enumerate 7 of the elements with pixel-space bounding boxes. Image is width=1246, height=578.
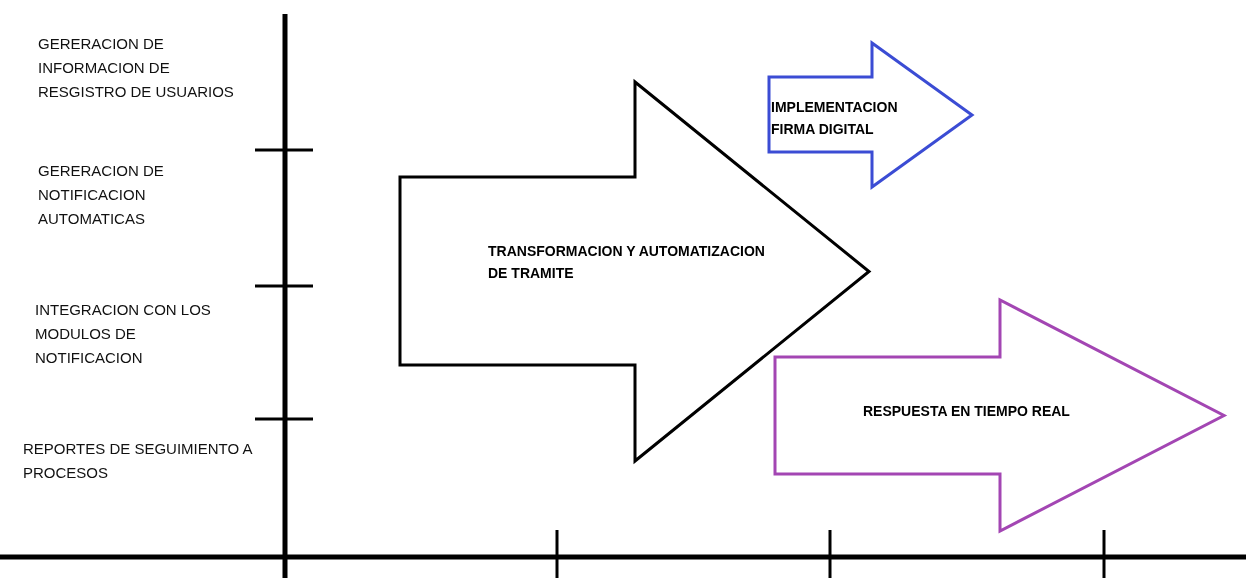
arrow-label: RESPUESTA EN TIEMPO REAL [863, 402, 1071, 421]
axis-label: INTEGRACION CON LOS MODULOS DE NOTIFICACION [35, 300, 212, 368]
axis-label: REPORTES DE SEGUIMIENTO A PROCESOS [23, 439, 254, 483]
axis-label: GERERACION DE INFORMACION DE RESGISTRO DE USUARIOS [38, 34, 235, 102]
arrow-label: TRANSFORMACION Y AUTOMATIZACION DE TRAMITE [488, 242, 766, 283]
arrow-label: IMPLEMENTACION FIRMA DIGITAL [771, 98, 899, 139]
axis-label: GERERACION DE NOTIFICACION AUTOMATICAS [38, 161, 165, 229]
